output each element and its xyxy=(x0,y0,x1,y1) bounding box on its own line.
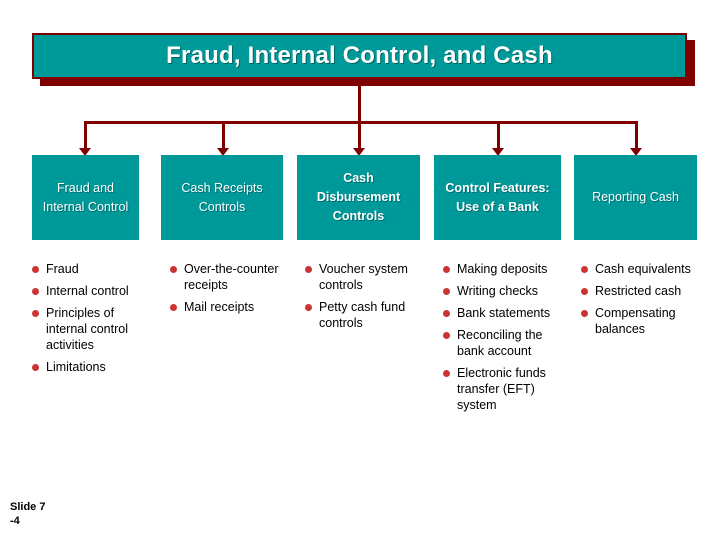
bullet-icon xyxy=(581,310,588,317)
bullet-icon xyxy=(581,266,588,273)
column-header-label: Cash Receipts Controls xyxy=(181,180,263,214)
list-item: Petty cash fund controls xyxy=(305,299,420,331)
list-item: Cash equivalents xyxy=(581,261,699,277)
list-item: Voucher system controls xyxy=(305,261,420,293)
list-item-label: Restricted cash xyxy=(595,284,682,298)
bullet-icon xyxy=(443,332,450,339)
slide-number-label: Slide 7 xyxy=(10,501,46,513)
column-list-control-features-use-of-a-bank: Making deposits Writing checks Bank stat… xyxy=(443,261,561,419)
bullet-icon xyxy=(170,266,177,273)
list-item: Restricted cash xyxy=(581,283,699,299)
bullet-icon xyxy=(581,288,588,295)
bullet-icon xyxy=(443,288,450,295)
bullet-icon xyxy=(32,266,39,273)
connector-trunk-vertical xyxy=(358,79,361,121)
list-item-label: Voucher system controls xyxy=(319,262,408,292)
column-header-reporting-cash: Reporting Cash xyxy=(574,155,697,240)
list-item: Mail receipts xyxy=(170,299,285,315)
bullet-icon xyxy=(32,288,39,295)
list-item: Principles of internal control activitie… xyxy=(32,305,152,353)
connector-drop-1 xyxy=(84,121,87,151)
connector-arrow-3 xyxy=(353,148,365,156)
list-item-label: Compensating balances xyxy=(595,306,676,336)
column-list-reporting-cash: Cash equivalents Restricted cash Compens… xyxy=(581,261,699,343)
list-item: Electronic funds transfer (EFT) system xyxy=(443,365,561,413)
list-item-label: Over-the-counter receipts xyxy=(184,262,279,292)
list-item: Compensating balances xyxy=(581,305,699,337)
list-item-label: Mail receipts xyxy=(184,300,255,314)
list-item: Fraud xyxy=(32,261,152,277)
list-item-label: Reconciling the bank account xyxy=(457,328,543,358)
bullet-icon xyxy=(443,370,450,377)
column-header-cash-disbursement-controls: Cash Disbursement Controls xyxy=(297,155,420,240)
connector-drop-5 xyxy=(635,121,638,151)
column-list-fraud-and-internal-control: Fraud Internal control Principles of int… xyxy=(32,261,152,381)
bullet-icon xyxy=(305,266,312,273)
list-item: Limitations xyxy=(32,359,152,375)
list-item: Writing checks xyxy=(443,283,561,299)
connector-arrow-2 xyxy=(217,148,229,156)
column-list-cash-disbursement-controls: Voucher system controls Petty cash fund … xyxy=(305,261,420,337)
list-item-label: Principles of internal control activitie… xyxy=(46,306,128,352)
column-header-control-features-use-of-a-bank: Control Features: Use of a Bank xyxy=(434,155,561,240)
connector-arrow-4 xyxy=(492,148,504,156)
list-item-label: Fraud xyxy=(46,262,79,276)
list-item-label: Writing checks xyxy=(457,284,539,298)
list-item-label: Internal control xyxy=(46,284,129,298)
list-item-label: Making deposits xyxy=(457,262,548,276)
column-header-label: Control Features: Use of a Bank xyxy=(445,180,550,214)
bullet-icon xyxy=(443,266,450,273)
title-banner: Fraud, Internal Control, and Cash xyxy=(32,33,687,79)
column-header-label: Fraud and Internal Control xyxy=(42,180,129,214)
list-item-label: Petty cash fund controls xyxy=(319,300,406,330)
bullet-icon xyxy=(305,304,312,311)
list-item: Bank statements xyxy=(443,305,561,321)
slide-number: Slide 7 -4 xyxy=(10,500,45,528)
list-item-label: Electronic funds transfer (EFT) system xyxy=(457,366,546,412)
list-item-label: Limitations xyxy=(46,360,106,374)
list-item-label: Cash equivalents xyxy=(595,262,691,276)
column-header-fraud-and-internal-control: Fraud and Internal Control xyxy=(32,155,139,240)
connector-drop-3 xyxy=(358,121,361,151)
column-header-cash-receipts-controls: Cash Receipts Controls xyxy=(161,155,283,240)
list-item: Reconciling the bank account xyxy=(443,327,561,359)
slide-number-sub: -4 xyxy=(10,515,20,527)
connector-drop-2 xyxy=(222,121,225,151)
column-header-label: Reporting Cash xyxy=(592,190,679,204)
list-item: Internal control xyxy=(32,283,152,299)
list-item: Over-the-counter receipts xyxy=(170,261,285,293)
list-item: Making deposits xyxy=(443,261,561,277)
column-list-cash-receipts-controls: Over-the-counter receipts Mail receipts xyxy=(170,261,285,321)
column-header-label: Cash Disbursement Controls xyxy=(316,171,401,223)
connector-arrow-5 xyxy=(630,148,642,156)
bullet-icon xyxy=(32,364,39,371)
connector-drop-4 xyxy=(497,121,500,151)
connector-arrow-1 xyxy=(79,148,91,156)
bullet-icon xyxy=(170,304,177,311)
bullet-icon xyxy=(443,310,450,317)
bullet-icon xyxy=(32,310,39,317)
page-title: Fraud, Internal Control, and Cash xyxy=(166,42,553,69)
list-item-label: Bank statements xyxy=(457,306,551,320)
